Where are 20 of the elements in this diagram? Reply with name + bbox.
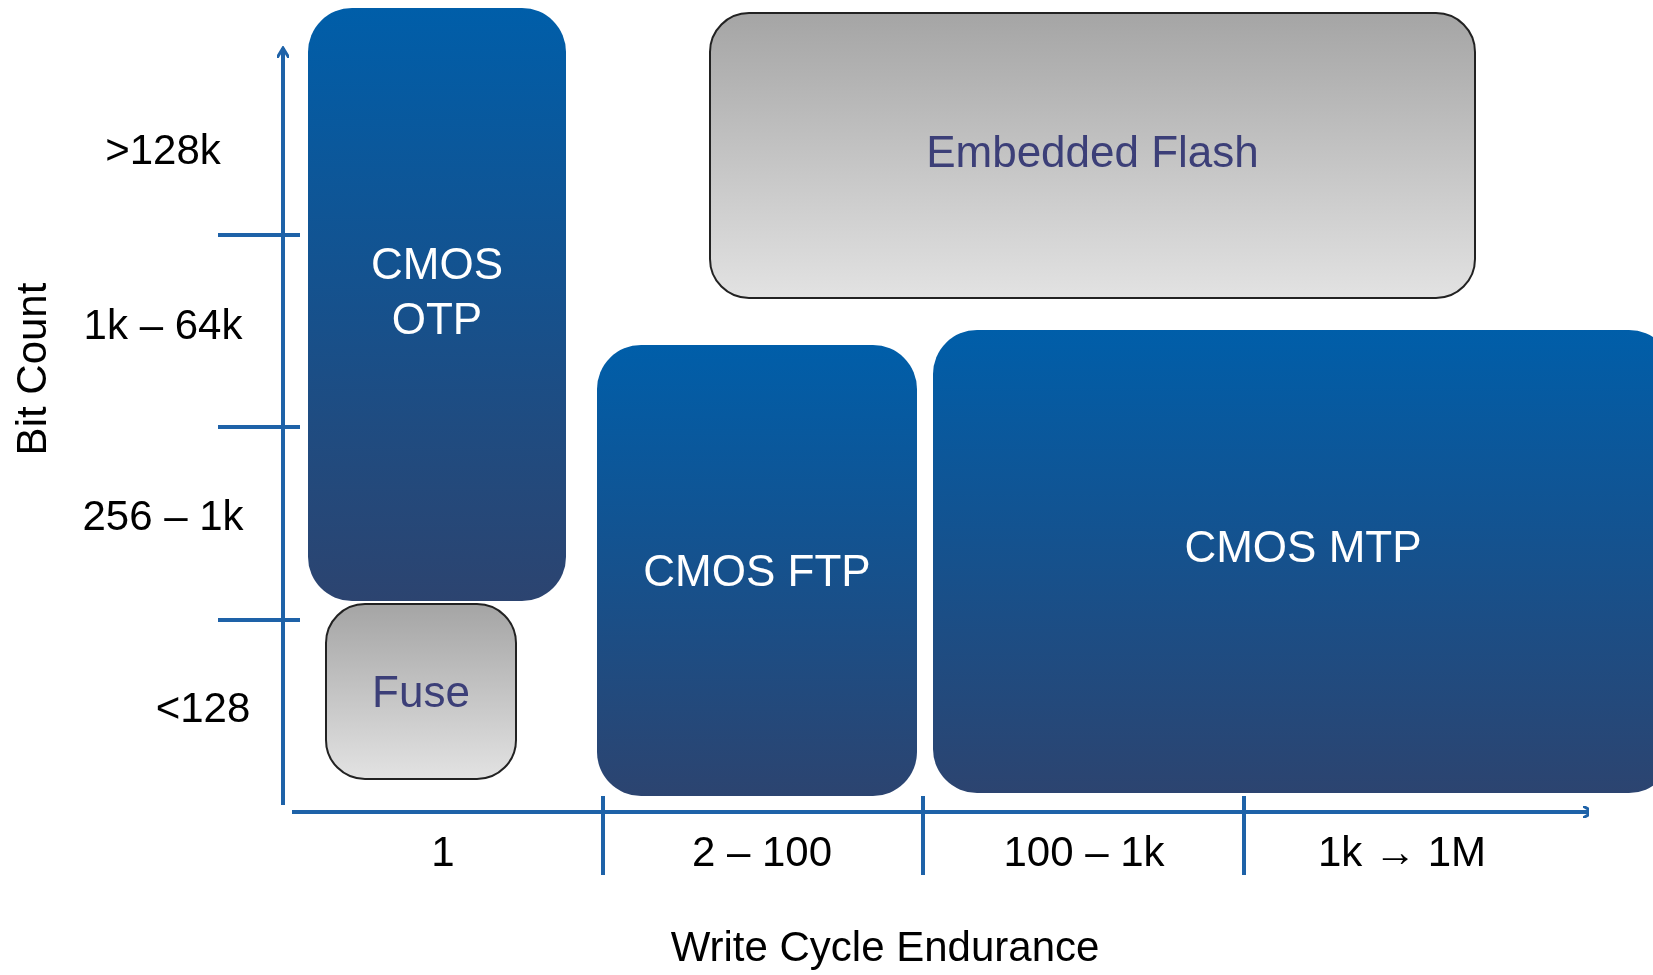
tick-label: 2 – 100	[691, 828, 833, 876]
tick-label: 100 – 1k	[1003, 828, 1165, 876]
memory-block	[597, 345, 917, 796]
memory-block	[709, 12, 1476, 299]
axis-title: Bit Count	[8, 282, 56, 456]
memory-block	[325, 603, 517, 780]
block-label: CMOS OTP	[370, 238, 504, 345]
block-label: Embedded Flash	[926, 126, 1259, 178]
memory-block	[933, 330, 1653, 793]
memory-block	[308, 8, 566, 601]
tick-label: 1k – 64k	[83, 301, 243, 349]
tick-label: 1k → 1M	[1318, 828, 1486, 876]
block-label: CMOS MTP	[1184, 521, 1422, 573]
axis-title: Write Cycle Endurance	[670, 923, 1100, 971]
tick-label: >128k	[105, 126, 221, 174]
tick-label: 256 – 1k	[82, 492, 244, 540]
block-label: Fuse	[372, 666, 470, 718]
tick-label: <128	[155, 684, 251, 732]
tick-label: 1	[431, 828, 455, 876]
block-label: CMOS FTP	[643, 545, 871, 597]
